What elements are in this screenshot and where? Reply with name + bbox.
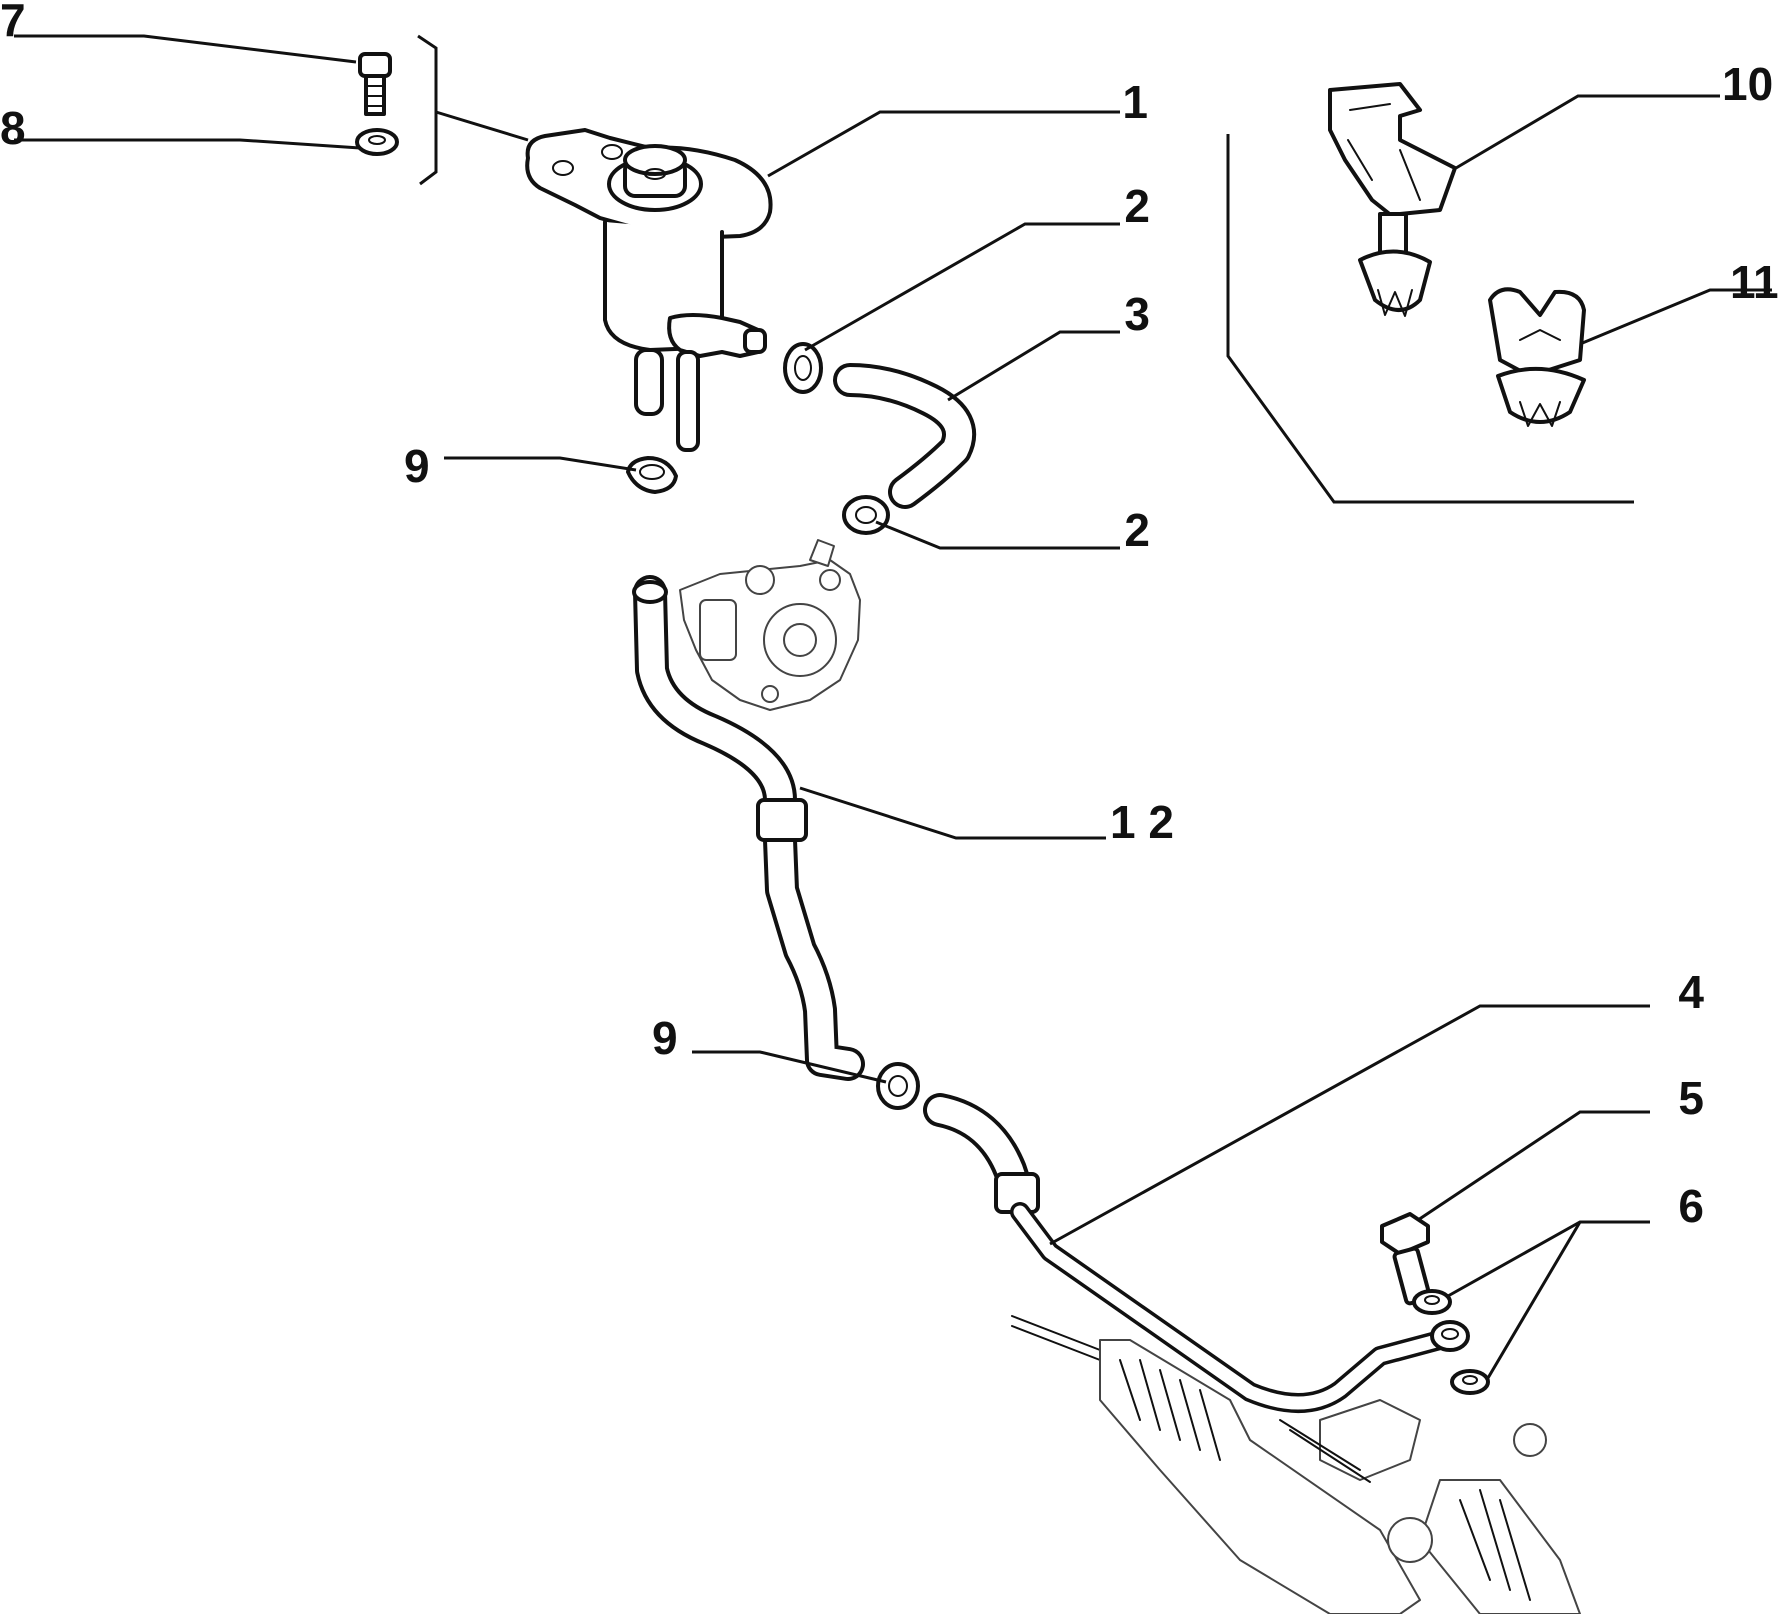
callout-labels: 1 2 3 2 9 7 8 10 11 1 2 9 4 5 6 [0,0,1779,1232]
clamp-part-9-upper [626,456,678,494]
bracket-10-11 [1226,134,1634,504]
clamp-part-9-lower [876,1062,920,1110]
reservoir-part-1 [525,128,773,452]
callout-4: 4 [1678,966,1704,1018]
callout-2-lower: 2 [1124,504,1150,556]
callout-5: 5 [1678,1072,1704,1124]
callout-7: 7 [0,0,26,46]
callout-11: 11 [1730,256,1779,308]
washer-part-6-lower [1450,1369,1490,1395]
hose-part-3 [833,363,976,509]
steering-pump [679,539,861,711]
callout-9-upper: 9 [404,440,430,492]
clip-part-11 [1488,287,1586,427]
callout-12: 1 2 [1110,796,1174,848]
callout-2-upper: 2 [1124,180,1150,232]
clamp-part-2-upper [783,342,823,394]
callout-8: 8 [0,102,26,154]
callout-1: 1 [1122,76,1148,128]
hose-part-12 [632,575,865,1081]
clip-part-10 [1328,82,1457,317]
steering-rack [1011,1315,1581,1614]
leader-lines [14,34,1772,1379]
callout-6: 6 [1678,1180,1704,1232]
bolt-part-5 [1380,1212,1432,1306]
callout-9-lower: 9 [652,1012,678,1064]
washer-part-6-upper [1412,1289,1452,1315]
pipe-part-4 [923,1093,1470,1413]
callout-10: 10 [1722,58,1773,110]
clamp-part-2-lower [842,495,890,535]
callout-3: 3 [1124,288,1150,340]
bolt-part-7 [358,52,392,116]
washer-part-8 [355,128,399,156]
bracket-7-8 [417,34,529,186]
